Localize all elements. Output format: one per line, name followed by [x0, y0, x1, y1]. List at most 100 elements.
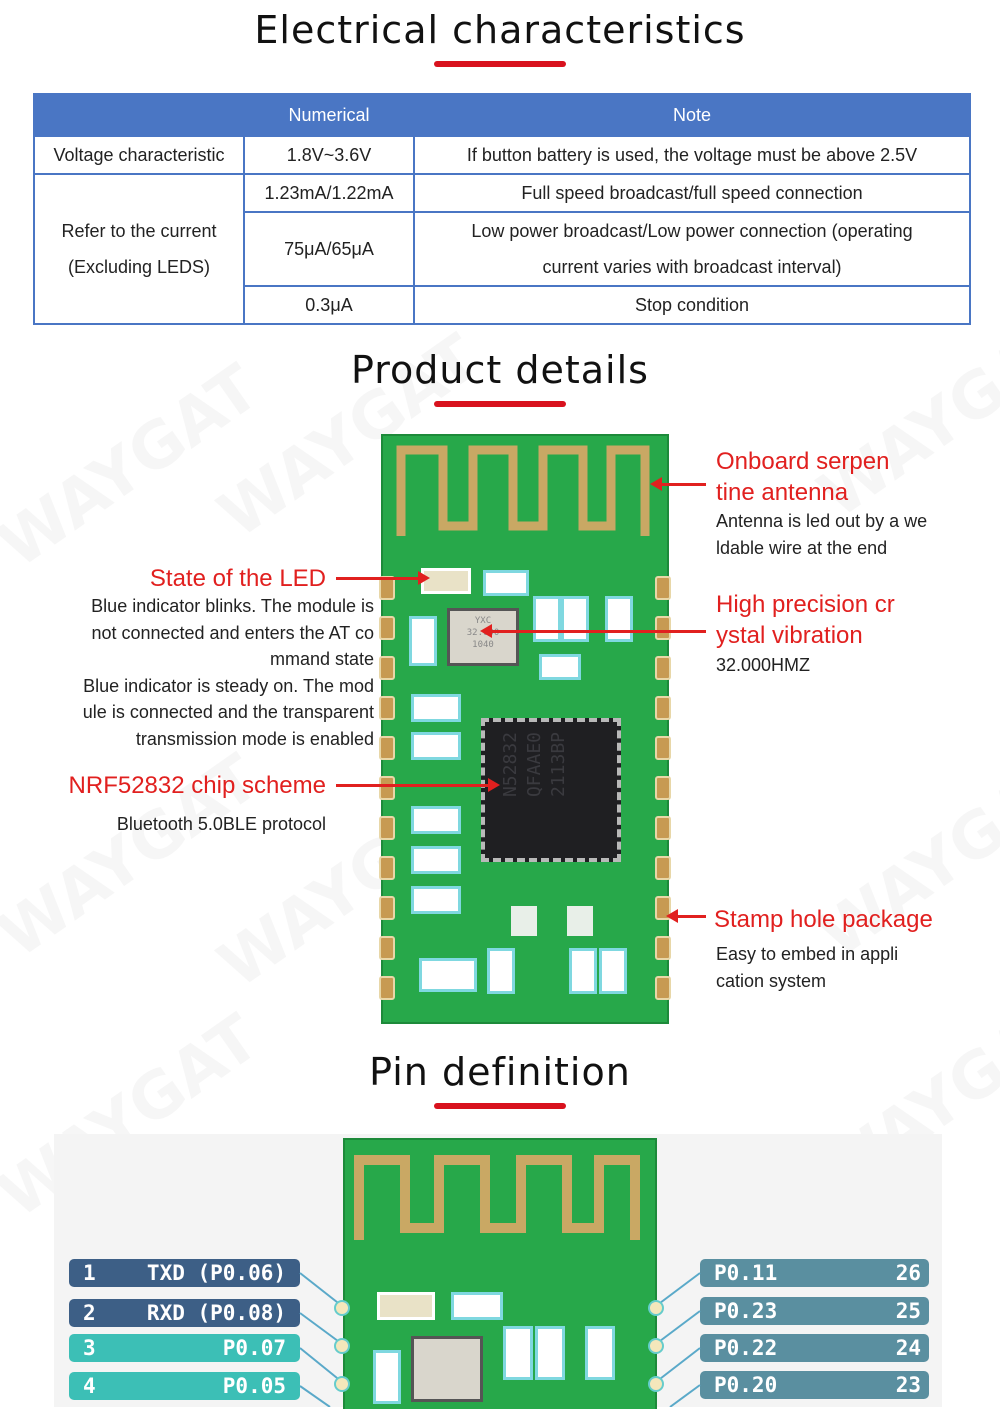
- table-cell: Voltage characteristic: [33, 135, 245, 175]
- smd-component: [419, 958, 477, 992]
- pin-pad: [334, 1300, 350, 1316]
- smd-component: [533, 596, 561, 642]
- chip-arrow: [336, 778, 500, 792]
- smd-component: [451, 1292, 503, 1320]
- note-line: Low power broadcast/Low power connection…: [471, 221, 913, 241]
- chip-marking: N52832: [500, 732, 521, 798]
- stamp-hole-pad: [379, 816, 395, 840]
- stamp-hole-pad: [655, 736, 671, 760]
- led-arrow: [336, 571, 430, 585]
- table-row: 0.3μA Stop condition: [34, 285, 971, 325]
- crystal-desc: 32.000HMZ: [716, 655, 811, 675]
- table-header-row: Numerical Note: [33, 93, 971, 137]
- table-cell: Full speed broadcast/full speed connecti…: [413, 173, 971, 213]
- table-cell: 0.3μA: [243, 285, 415, 325]
- stamp-hole-pad: [655, 776, 671, 800]
- crystal-marking: 1040: [472, 640, 494, 650]
- smd-component: [411, 732, 461, 760]
- antenna-trace: [396, 445, 650, 536]
- pin-title: Pin definition: [369, 1050, 631, 1094]
- smd-component: [569, 948, 597, 994]
- stamp-hole-pad: [379, 976, 395, 1000]
- stamp-hole-pad: [379, 696, 395, 720]
- pcb-module-image: YXC 32.000 1040 N52832 QFAAE0 2113BP: [379, 434, 671, 1024]
- smd-component: [411, 886, 461, 914]
- table-row: Refer to the current (Excluding LEDS) 1.…: [33, 173, 971, 325]
- smd-component: [585, 1326, 615, 1380]
- pin-pad: [648, 1338, 664, 1354]
- stamp-hole-pad: [655, 816, 671, 840]
- smd-component: [411, 846, 461, 874]
- product-title: Product details: [351, 348, 649, 392]
- stamp-hole-pad: [379, 936, 395, 960]
- crystal-arrow: [480, 624, 706, 638]
- title-underline: [434, 401, 566, 407]
- stamp-title: Stamp hole package: [714, 906, 933, 933]
- electrical-table: Numerical Note Voltage characteristic 1.…: [33, 93, 971, 325]
- table-cell: Low power broadcast/Low power connection…: [413, 211, 971, 287]
- chip-title: NRF52832 chip scheme: [68, 772, 326, 799]
- table-cell: 75μA/65μA: [243, 211, 415, 287]
- pin-pad: [648, 1376, 664, 1392]
- table-header: [33, 93, 245, 137]
- title-underline: [434, 1103, 566, 1109]
- table-header: Note: [413, 93, 971, 137]
- smd-component: [373, 1350, 401, 1404]
- note-line: current varies with broadcast interval): [542, 257, 842, 277]
- smd-component: [511, 906, 537, 936]
- smd-component: [487, 948, 515, 994]
- electrical-title: Electrical characteristics: [254, 8, 746, 52]
- watermark: WAYGAT: [806, 741, 1000, 973]
- smd-component: [605, 596, 633, 642]
- pin-pad: [334, 1376, 350, 1392]
- pin-pad: [334, 1338, 350, 1354]
- nrf52832-chip: N52832 QFAAE0 2113BP: [481, 718, 621, 862]
- antenna-trace: [354, 1155, 640, 1240]
- smd-component: [483, 570, 529, 596]
- stamp-hole-pad: [379, 856, 395, 880]
- stamp-hole-pad: [655, 936, 671, 960]
- pin-pad: [648, 1300, 664, 1316]
- led-component: [377, 1292, 435, 1320]
- antenna-arrow: [650, 477, 706, 491]
- chip-desc: Bluetooth 5.0BLE protocol: [116, 814, 326, 834]
- stamp-hole-pad: [379, 736, 395, 760]
- smd-component: [503, 1326, 533, 1380]
- table-cell: If button battery is used, the voltage m…: [413, 135, 971, 175]
- smd-component: [539, 654, 581, 680]
- pcb-pin-image: [343, 1138, 657, 1409]
- chip-marking: QFAAE0: [524, 732, 545, 798]
- stamp-hole-pad: [655, 856, 671, 880]
- table-cell: 1.23mA/1.22mA: [243, 173, 415, 213]
- stamp-hole-pad: [379, 776, 395, 800]
- current-label-line: Refer to the current: [61, 221, 217, 241]
- title-underline: [434, 61, 566, 67]
- smd-component: [535, 1326, 565, 1380]
- crystal-component: [411, 1336, 483, 1402]
- smd-component: [409, 616, 437, 666]
- smd-component: [567, 906, 593, 936]
- current-label-line: (Excluding LEDS): [67, 257, 211, 277]
- stamp-hole-pad: [655, 616, 671, 640]
- led-title: State of the LED: [149, 565, 326, 592]
- led-desc: Blue indicator blinks. The module is not…: [82, 596, 374, 749]
- table-cell: Stop condition: [413, 285, 971, 325]
- smd-component: [561, 596, 589, 642]
- table-row: 75μA/65μA Low power broadcast/Low power …: [34, 211, 971, 287]
- table-cell: Refer to the current (Excluding LEDS): [33, 173, 245, 325]
- smd-component: [411, 806, 461, 834]
- smd-component: [411, 694, 461, 722]
- stamp-hole-pad: [655, 656, 671, 680]
